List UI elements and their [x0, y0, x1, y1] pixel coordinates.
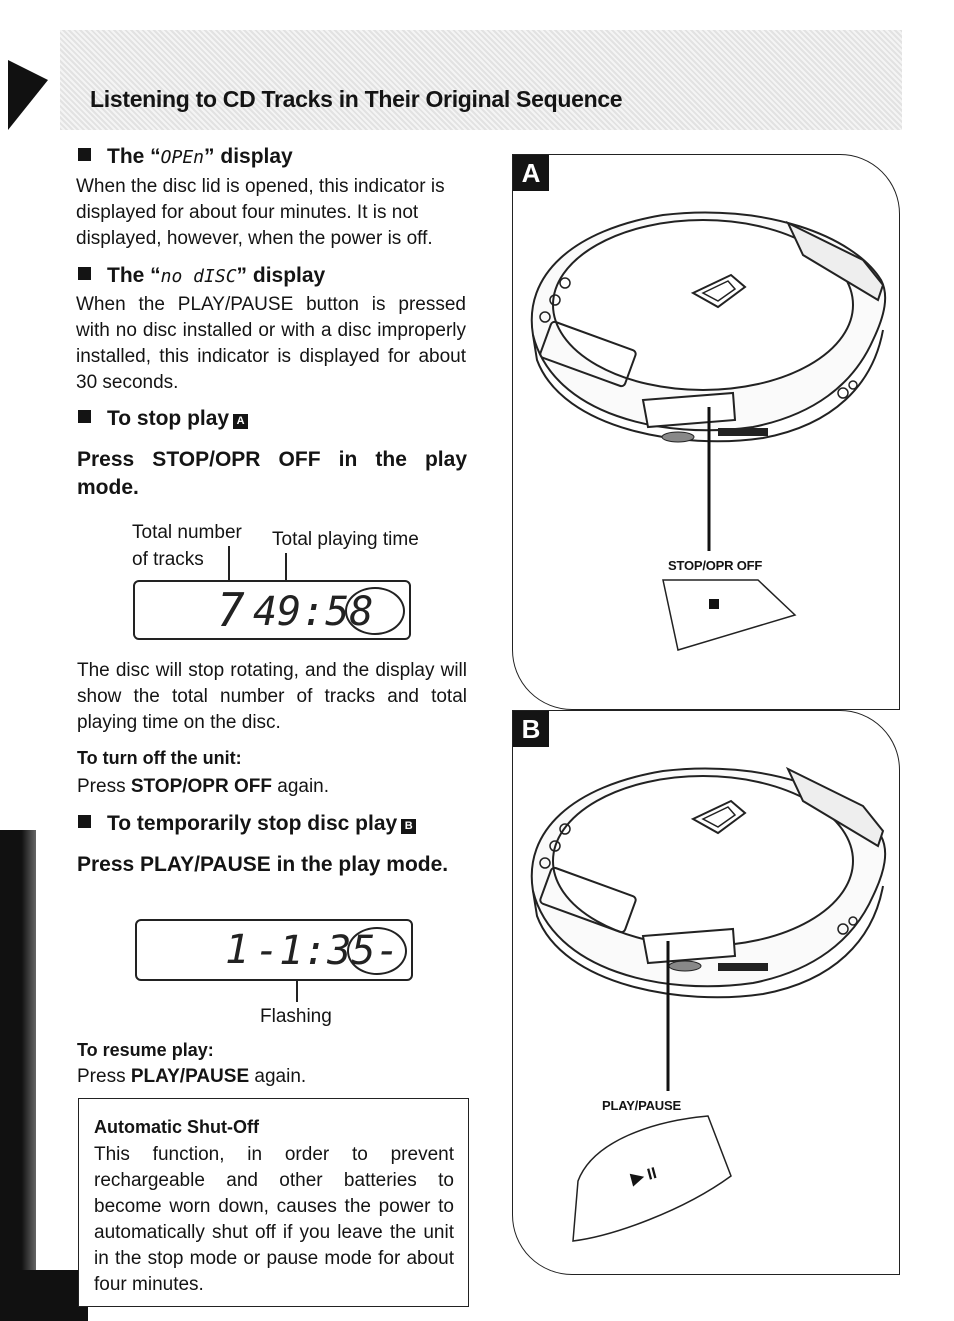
- bullet-icon: [78, 410, 91, 423]
- figure-b-panel: B PLAY/PAUSE ▶ II: [512, 710, 900, 1275]
- pause-play-instruction: Press PLAY/PAUSE in the play mode.: [77, 853, 449, 876]
- turn-off-heading: To turn off the unit:: [77, 748, 242, 768]
- bullet-icon: [78, 148, 91, 161]
- resume-body: Press PLAY/PAUSE again.: [77, 1066, 307, 1087]
- ref-b-badge: B: [401, 819, 417, 834]
- page-edge-mark: [8, 60, 48, 130]
- bullet-icon: [78, 815, 91, 828]
- figure-b-button-label: PLAY/PAUSE: [602, 1098, 681, 1113]
- leader-line-tracks: [228, 546, 230, 592]
- label-total-tracks: Total number of tracks: [132, 522, 242, 570]
- lcd-display-stop: 7 49:58: [133, 580, 411, 640]
- open-display-heading: The “OPEn” display: [78, 145, 293, 169]
- lcd-disc-circle-icon: [347, 927, 407, 975]
- figure-a-button-label: STOP/OPR OFF: [668, 558, 763, 573]
- flashing-label: Flashing: [260, 1006, 332, 1027]
- cd-player-illustration-b: [530, 766, 887, 1242]
- no-disc-display-body: When the PLAY/PAUSE button is pressed wi…: [76, 294, 466, 393]
- leader-line-flashing: [296, 980, 298, 1002]
- header-band: [60, 30, 902, 130]
- figure-a-panel: A STOP/OPR OFF: [512, 154, 900, 710]
- label-total-time: Total playing time: [272, 529, 419, 550]
- auto-shutoff-title: Automatic Shut-Off: [94, 1117, 259, 1137]
- lcd-track-count: 7: [217, 583, 245, 637]
- lcd-disc-circle-icon: [345, 587, 405, 635]
- page-edge-foot: [18, 1270, 88, 1321]
- ref-a-badge: A: [233, 414, 249, 429]
- cd-player-illustration-a: [530, 211, 887, 651]
- stop-play-description: The disc will stop rotating, and the dis…: [77, 660, 467, 733]
- figure-a-letter: A: [513, 155, 549, 191]
- resume-heading: To resume play:: [77, 1040, 214, 1060]
- page-title: Listening to CD Tracks in Their Original…: [90, 86, 623, 112]
- turn-off-body: Press STOP/OPR OFF again.: [77, 776, 330, 797]
- leader-line-time: [285, 553, 287, 601]
- open-lcd-text: OPEn: [160, 147, 205, 168]
- no-disc-lcd-text: no dISC: [160, 266, 237, 287]
- stop-play-instruction: Press STOP/OPR OFF in the play mode.: [77, 448, 467, 499]
- auto-shutoff-body: This function, in order to prevent recha…: [94, 1144, 454, 1295]
- open-display-body: When the disc lid is opened, this indica…: [76, 176, 445, 249]
- figure-b-letter: B: [513, 711, 549, 747]
- lcd-display-pause: 1 -1:35-: [135, 919, 413, 981]
- lcd-track-number: 1: [225, 927, 250, 973]
- page-edge-strip: [0, 830, 36, 1321]
- bullet-icon: [78, 267, 91, 280]
- no-disc-display-heading: The “no dISC” display: [78, 264, 325, 288]
- auto-shutoff-box: Automatic Shut-Off This function, in ord…: [78, 1098, 469, 1307]
